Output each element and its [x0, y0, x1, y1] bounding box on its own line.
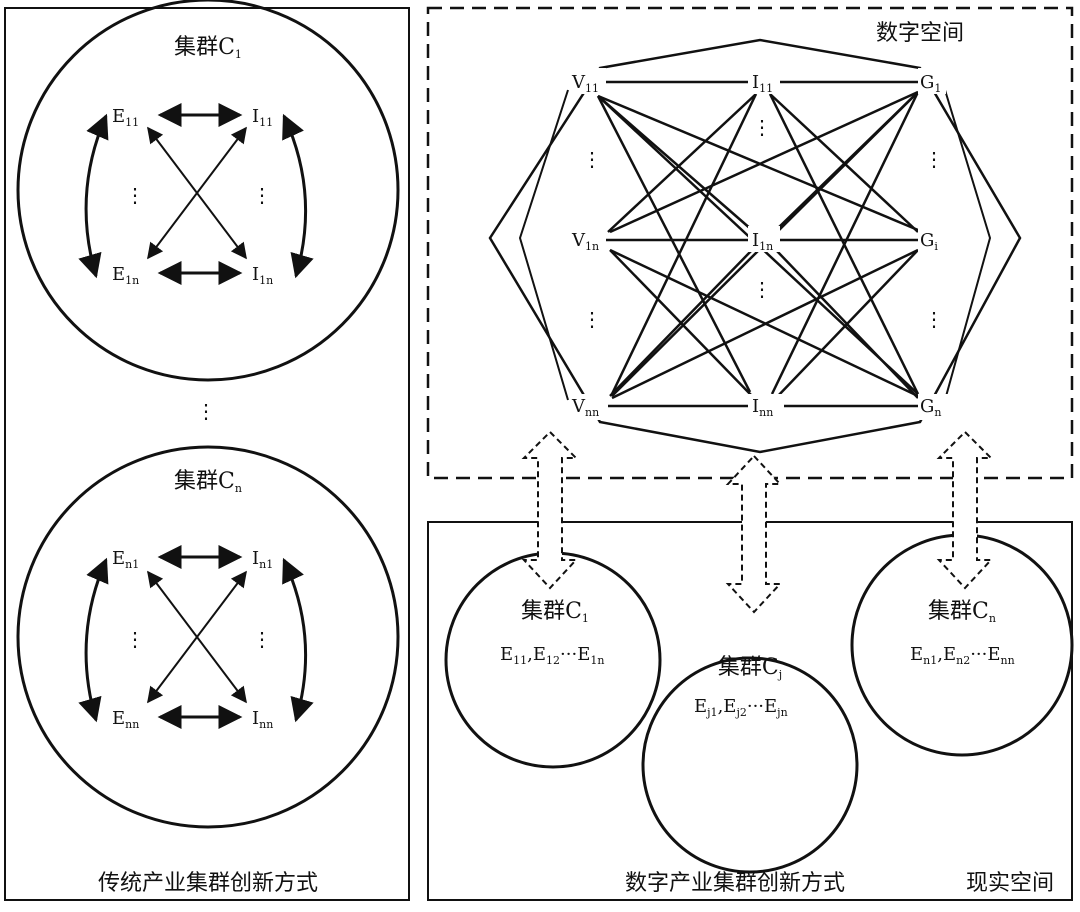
node-i11-digital: I11: [752, 72, 773, 95]
cluster-j-members: Ej1,Ej2···Ejn: [694, 696, 788, 719]
cluster-n-title: 集群Cn: [174, 469, 242, 495]
cluster-1-members: E11,E12···E1n: [500, 644, 604, 667]
svg-text:⋮: ⋮: [582, 307, 602, 331]
digital-space-label: 数字空间: [876, 21, 964, 46]
node-i1n: I1n: [252, 264, 273, 287]
link-arrows: [521, 430, 994, 614]
traditional-caption: 传统产业集群创新方式: [98, 871, 318, 896]
svg-text:集群C1: 集群C1: [521, 599, 589, 625]
svg-text:⋮: ⋮: [924, 147, 944, 171]
svg-text:集群Cn: 集群Cn: [928, 599, 996, 625]
node-i11: I11: [252, 106, 273, 129]
node-i1n-digital: I1n: [752, 230, 773, 253]
node-enn: Enn: [112, 708, 139, 731]
svg-text:⋮: ⋮: [752, 277, 772, 301]
dots-between-clusters: ⋮: [196, 399, 216, 423]
cluster-1-title: 集群C1: [174, 35, 242, 61]
dots-left-1: ⋮: [125, 183, 145, 207]
node-e11: E11: [112, 106, 139, 129]
double-arrow-c1: [521, 430, 579, 590]
digital-caption: 数字产业集群创新方式: [625, 871, 845, 896]
node-v11: V11: [571, 72, 599, 95]
node-en1: En1: [112, 548, 139, 571]
dots-right-n: ⋮: [252, 627, 272, 651]
outer-hexagon: [488, 38, 1022, 454]
double-arrow-cn: [936, 430, 994, 590]
svg-text:⋮: ⋮: [924, 307, 944, 331]
traditional-cluster-1: 集群C1 E11 I11 E1n I1n ⋮ ⋮: [16, 0, 400, 382]
double-arrow-cj: [725, 454, 783, 614]
node-v1n: V1n: [571, 230, 599, 253]
svg-text:⋮: ⋮: [752, 115, 772, 139]
node-vnn: Vnn: [571, 396, 599, 419]
node-inn: Inn: [252, 708, 273, 731]
node-in1: In1: [252, 548, 273, 571]
inner-bracket-left: [518, 89, 569, 401]
real-space-label: 现实空间: [966, 871, 1054, 896]
digital-nodes: V11 I11 G1 V1n I1n Gi Vnn Inn Gn: [570, 68, 948, 420]
node-gi: Gi: [920, 230, 938, 253]
node-e1n: E1n: [112, 264, 139, 287]
node-gn: Gn: [920, 396, 941, 419]
dots-right-1: ⋮: [252, 183, 272, 207]
traditional-panel: [4, 7, 410, 901]
node-inn-digital: Inn: [752, 396, 773, 419]
svg-text:集群Cj: 集群Cj: [718, 655, 782, 681]
svg-text:⋮: ⋮: [582, 147, 602, 171]
digital-dots: ⋮ ⋮ ⋮ ⋮ ⋮ ⋮: [582, 115, 944, 331]
cluster-n-members: En1,En2···Enn: [910, 644, 1015, 667]
node-g1: G1: [920, 72, 941, 95]
traditional-cluster-n: 集群Cn En1 In1 Enn Inn ⋮ ⋮: [16, 445, 400, 829]
real-cluster-j: 集群Cj Ej1,Ej2···Ejn: [641, 655, 859, 874]
inner-bracket-right: [944, 89, 992, 401]
dots-left-n: ⋮: [125, 627, 145, 651]
